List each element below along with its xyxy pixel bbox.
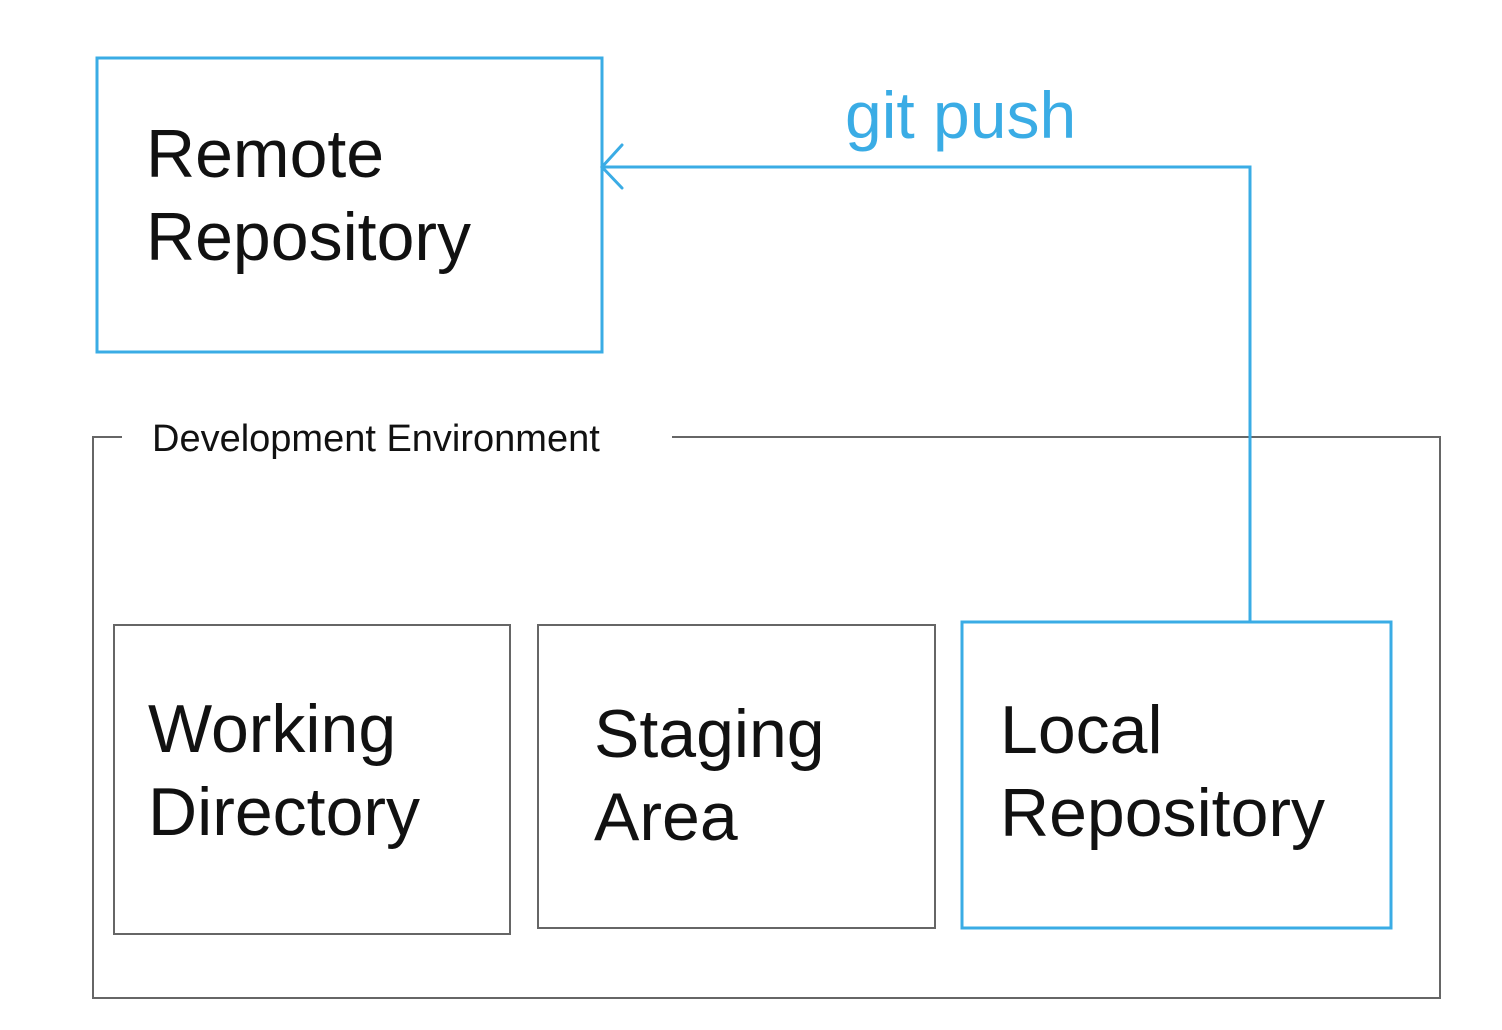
- staging-area-label-line2: Area: [594, 779, 738, 855]
- local-repository-box: [960, 620, 1393, 930]
- working-directory-label-line1: Working: [148, 691, 396, 767]
- remote-repository-box: [95, 56, 604, 354]
- working-directory-label-line2: Directory: [148, 774, 420, 850]
- remote-repository-label-line1: Remote: [146, 116, 384, 192]
- git-push-edge: git push: [599, 78, 1252, 622]
- staging-area-label-line1: Staging: [594, 696, 825, 772]
- git-push-connector-line: [604, 165, 1252, 622]
- working-directory-box: [113, 624, 511, 935]
- git-push-arrowhead-icon: [599, 143, 624, 190]
- staging-area-box: [537, 624, 936, 929]
- local-repository-label-line1: Local: [1000, 692, 1163, 768]
- development-environment-frame: [92, 436, 1441, 999]
- local-repository-label-line2: Repository: [1000, 775, 1325, 851]
- git-push-label: git push: [845, 78, 1076, 152]
- working-directory-node: Working Directory: [113, 624, 511, 935]
- development-environment-label: Development Environment: [152, 418, 600, 460]
- staging-area-node: Staging Area: [537, 624, 936, 929]
- development-environment-group: Development Environment: [92, 418, 1441, 999]
- remote-repository-node: Remote Repository: [95, 56, 604, 354]
- remote-repository-label-line2: Repository: [146, 199, 471, 275]
- local-repository-node: Local Repository: [960, 620, 1393, 930]
